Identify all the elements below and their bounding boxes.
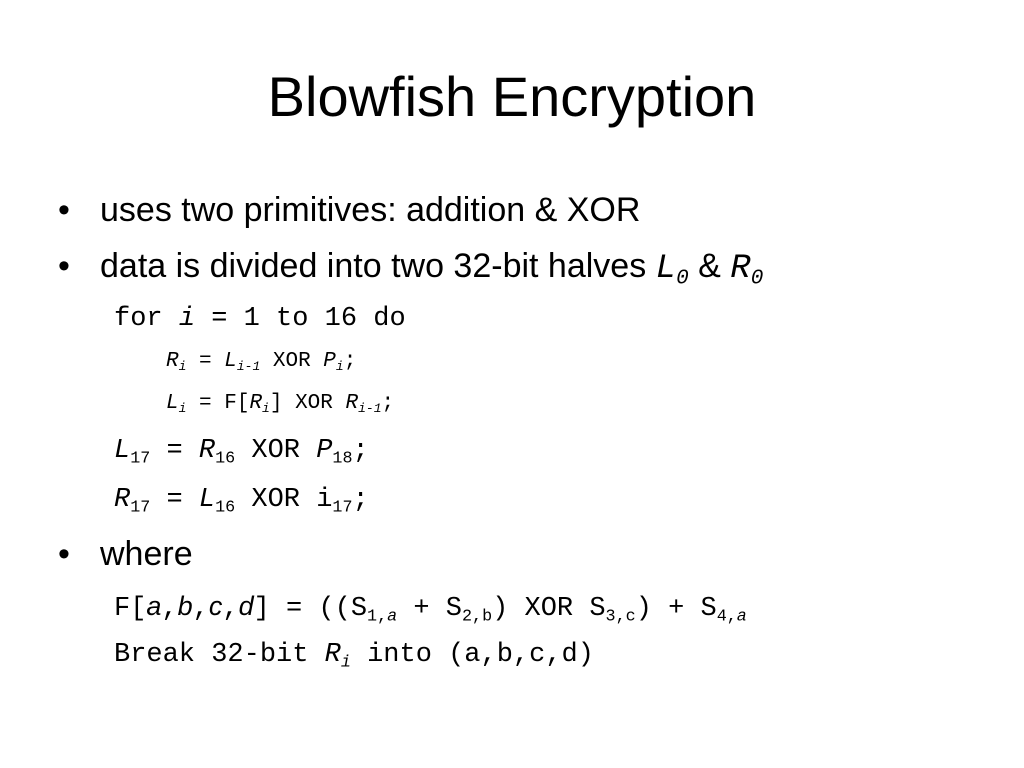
code-r17-assign: R17 = L16 XOR i17; [114,485,369,518]
bullet-icon: • [58,247,70,285]
code-break-ri: Break 32-bit Ri into (a,b,c,d) [114,640,594,673]
code-for-loop: for i = 1 to 16 do [114,304,406,334]
bullet-primitives: • uses two primitives: addition & XOR [58,190,640,230]
code-li-assign: Li = F[Ri] XOR Ri-1; [166,392,395,417]
code-ri-assign: Ri = Li-1 XOR Pi; [166,350,357,375]
bullet-where: • where [58,534,193,574]
bullet-text: where [100,535,193,573]
bullet-icon: • [58,535,70,573]
bullet-icon: • [58,191,70,229]
var-l0: L0 [655,250,689,291]
bullet-text: uses two primitives: addition & XOR [100,191,641,229]
code-l17-assign: L17 = R16 XOR P18; [114,436,369,469]
var-r0: R0 [730,250,764,291]
code-f-function: F[a,b,c,d] = ((S1,a + S2,b) XOR S3,c) + … [114,591,747,627]
bullet-halves: •data is divided into two 32-bit halves … [58,246,763,289]
ampersand: & [688,247,731,285]
slide-title: Blowfish Encryption [267,65,757,128]
bullet-text: data is divided into two 32-bit halves [100,247,656,285]
